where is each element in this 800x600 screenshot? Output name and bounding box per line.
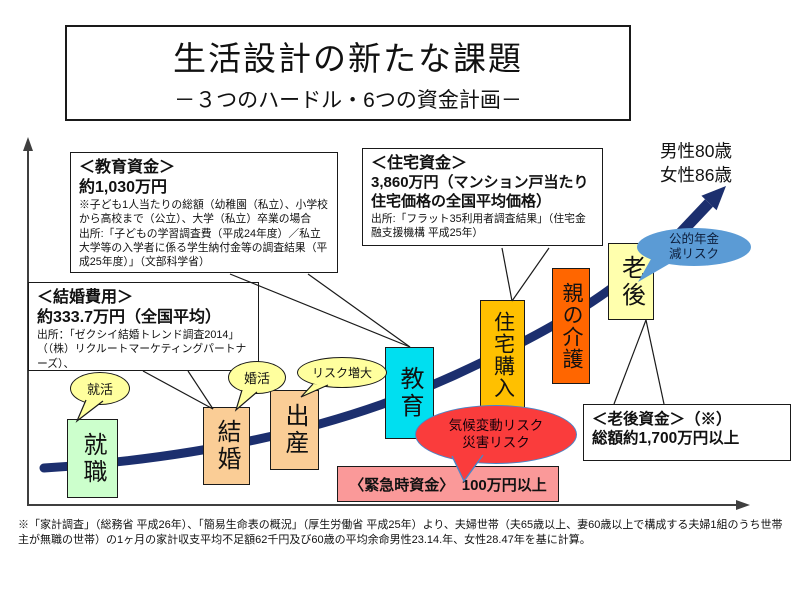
housing-fund-amount: 3,860万円（マンション戸当たり住宅価格の全国平均価格） <box>371 174 589 210</box>
marriage-cost-source: 出所：「ゼクシイ結婚トレンド調査2014」（（株）リクルートマーケティングパート… <box>37 329 247 370</box>
pension-risk-line2: 減リスク <box>668 247 719 261</box>
male-lifespan: 男性80歳 <box>660 141 732 161</box>
housing-callout-connector <box>501 247 513 302</box>
retirement-callout-connector <box>645 319 665 405</box>
retirement-callout-connector <box>613 319 647 405</box>
stage-employment: 就職 <box>67 419 118 498</box>
housing-fund-heading: ＜住宅資金＞ <box>371 155 468 172</box>
marriage-callout-connector <box>142 370 214 410</box>
marriage-cost-amount: 約333.7万円（全国平均） <box>37 309 222 326</box>
education-callout-connector <box>307 273 411 348</box>
life-expectancy-label: 男性80歳 女性86歳 <box>660 140 732 187</box>
page-subtitle: －３つのハードル・6つの資金計画－ <box>174 89 522 112</box>
emergency-fund-box: 〈緊急時資金〉 100万円以上 <box>337 466 559 502</box>
stage-childbirth: 出産 <box>270 390 319 470</box>
stage-marriage: 結婚 <box>203 407 250 485</box>
climate-risk-bubble: 気候変動リスク 災害リスク <box>415 405 577 464</box>
footnote: ※「家計調査」（総務省 平成26年）、「簡易生命表の概況」（厚生労働省 平成25… <box>18 519 783 546</box>
education-fund-note: ※子ども1人当たりの総額（幼稚園（私立）、小学校から高校まで（公立）、大学（私立… <box>79 199 328 226</box>
education-fund-amount: 約1,030万円 <box>79 179 168 196</box>
retirement-fund-callout: ＜老後資金＞（※） 総額約1,700万円以上 <box>583 404 791 461</box>
female-lifespan: 女性86歳 <box>660 164 732 185</box>
education-fund-source: 出所:「子どもの学習調査費（平成24年度）／私立大学等の入学者に係る学生納付金等… <box>79 227 328 269</box>
climate-risk-line2: 災害リスク <box>462 434 530 450</box>
retirement-fund-heading: ＜老後資金＞（※） <box>592 411 732 428</box>
marriage-cost-heading: ＜結婚費用＞ <box>37 289 134 306</box>
y-axis-arrowhead-icon <box>23 137 33 151</box>
pension-risk-bubble: 公的年金 減リスク <box>637 228 751 266</box>
housing-callout-connector <box>511 247 550 302</box>
marriage-cost-callout: ＜結婚費用＞ 約333.7万円（全国平均） 出所：「ゼクシイ結婚トレンド調査20… <box>28 282 259 371</box>
marriage-hunting-bubble: 婚活 <box>228 361 286 394</box>
page-title: 生活設計の新たな課題 <box>173 40 523 77</box>
housing-fund-source: 出所:「フラット35利用者調査結果」（住宅金融支援機構 平成25年） <box>371 212 586 239</box>
stage-house-purchase: 住宅購入 <box>480 300 525 410</box>
pension-risk-line1: 公的年金 <box>668 232 719 246</box>
x-axis-arrowhead-icon <box>736 500 750 510</box>
rising-arrow-head-icon <box>701 186 726 211</box>
education-fund-callout: ＜教育資金＞ 約1,030万円 ※子ども1人当たりの総額（幼稚園（私立）、小学校… <box>70 152 338 273</box>
education-fund-heading: ＜教育資金＞ <box>79 159 176 176</box>
risk-increase-bubble: リスク増大 <box>297 357 387 388</box>
retirement-fund-amount: 総額約1,700万円以上 <box>592 430 740 448</box>
job-hunting-bubble: 就活 <box>70 372 130 405</box>
marriage-callout-connector <box>187 370 214 410</box>
stage-parent-care: 親の介護 <box>552 268 590 384</box>
climate-risk-line1: 気候変動リスク <box>448 417 544 433</box>
housing-fund-callout: ＜住宅資金＞ 3,860万円（マンション戸当たり住宅価格の全国平均価格） 出所:… <box>362 148 603 246</box>
title-box: 生活設計の新たな課題 －３つのハードル・6つの資金計画－ <box>65 25 631 121</box>
